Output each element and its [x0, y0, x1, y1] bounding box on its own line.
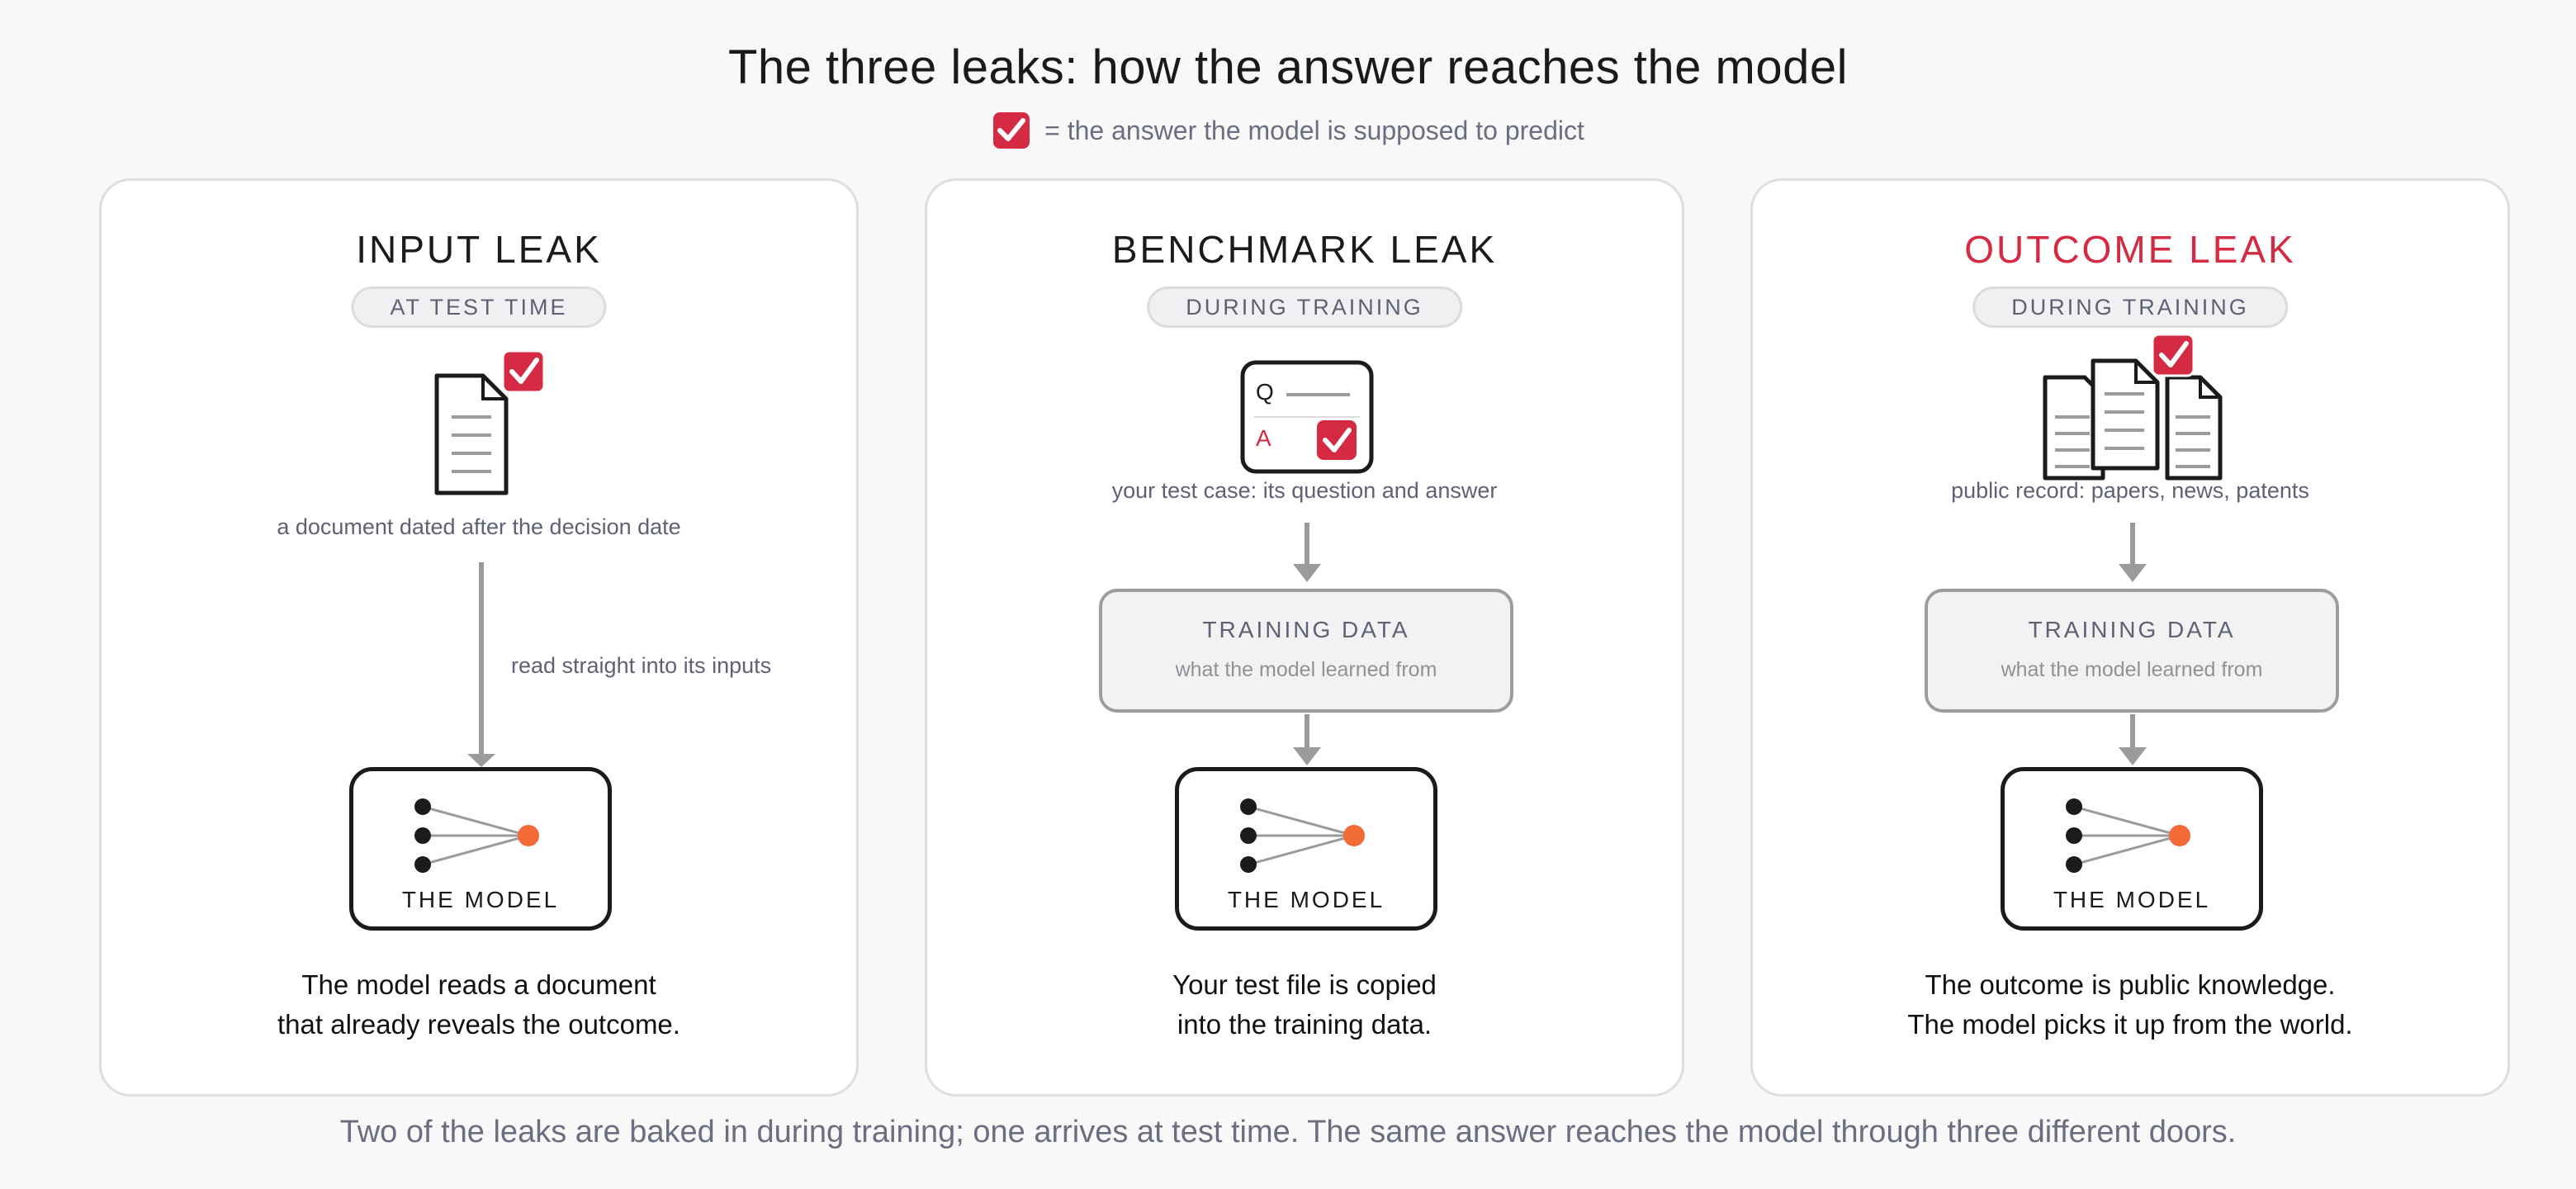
panel-benchmark-leak: Q A BENCHMARK LEAK DURING TRAINING your …	[925, 178, 1684, 1097]
panel-outcome-leak-art	[2043, 333, 2223, 765]
model-box: THE MODEL	[2001, 767, 2263, 931]
document-stack-icon	[2043, 358, 2223, 481]
neural-net-icon	[2066, 798, 2190, 873]
training-data-box: TRAINING DATA what the model learned fro…	[1099, 589, 1513, 713]
training-data-title: TRAINING DATA	[2028, 617, 2236, 642]
legend: = the answer the model is supposed to pr…	[0, 111, 2576, 150]
source-caption: public record: papers, news, patents	[1951, 478, 2309, 503]
description-line-1: The outcome is public knowledge.	[1925, 969, 2336, 1000]
neural-net-icon	[414, 798, 539, 873]
neural-net-icon	[1240, 798, 1365, 873]
panel-description: Your test file is copied into the traini…	[927, 965, 1682, 1045]
answer-check-icon	[1317, 420, 1357, 460]
timing-tag: DURING TRAINING	[1972, 287, 2288, 328]
panel-title: BENCHMARK LEAK	[1111, 228, 1498, 271]
source-caption: a document dated after the decision date	[277, 514, 681, 539]
description-line-1: The model reads a document	[301, 969, 656, 1000]
panel-benchmark-leak-art	[1240, 360, 1374, 765]
training-data-subtitle: what the model learned from	[1175, 658, 1437, 681]
panel-title: OUTCOME LEAK	[1964, 228, 2296, 271]
panel-input-leak-art	[434, 349, 546, 767]
answer-check-icon	[2151, 333, 2195, 377]
timing-tag: AT TEST TIME	[351, 287, 607, 328]
answer-check-icon	[501, 349, 546, 394]
panel-title: INPUT LEAK	[356, 228, 602, 271]
card-answer-label: A	[1256, 425, 1271, 451]
description-line-2: The model picks it up from the world.	[1907, 1009, 2353, 1040]
checkbox-checked-icon	[993, 112, 1030, 149]
model-box: THE MODEL	[1175, 767, 1437, 931]
source-caption: your test case: its question and answer	[1111, 478, 1498, 503]
model-box: THE MODEL	[349, 767, 612, 931]
description-line-1: Your test file is copied	[1172, 969, 1437, 1000]
panel-outcome-leak: OUTCOME LEAK DURING TRAINING public reco…	[1750, 178, 2510, 1097]
panel-input-leak: INPUT LEAK AT TEST TIME a document dated…	[99, 178, 859, 1097]
model-label: THE MODEL	[1227, 887, 1385, 912]
training-data-subtitle: what the model learned from	[2001, 658, 2263, 681]
model-label: THE MODEL	[401, 887, 560, 912]
card-question-label: Q	[1256, 379, 1274, 405]
diagram-title: The three leaks: how the answer reaches …	[727, 40, 1848, 94]
description-line-2: that already reveals the outcome.	[277, 1009, 680, 1040]
footer-note: Two of the leaks are baked in during tra…	[339, 1115, 2237, 1149]
legend-text: = the answer the model is supposed to pr…	[1044, 115, 1584, 145]
model-label: THE MODEL	[2053, 887, 2211, 912]
panel-description: The model reads a document that already …	[102, 965, 856, 1045]
panel-description: The outcome is public knowledge. The mod…	[1753, 965, 2507, 1045]
training-data-box: TRAINING DATA what the model learned fro…	[1925, 589, 2339, 713]
timing-tag: DURING TRAINING	[1147, 287, 1462, 328]
description-line-2: into the training data.	[1177, 1009, 1432, 1040]
training-data-title: TRAINING DATA	[1202, 617, 1410, 642]
arrow-caption: read straight into its inputs	[511, 653, 772, 678]
document-icon	[434, 373, 509, 495]
